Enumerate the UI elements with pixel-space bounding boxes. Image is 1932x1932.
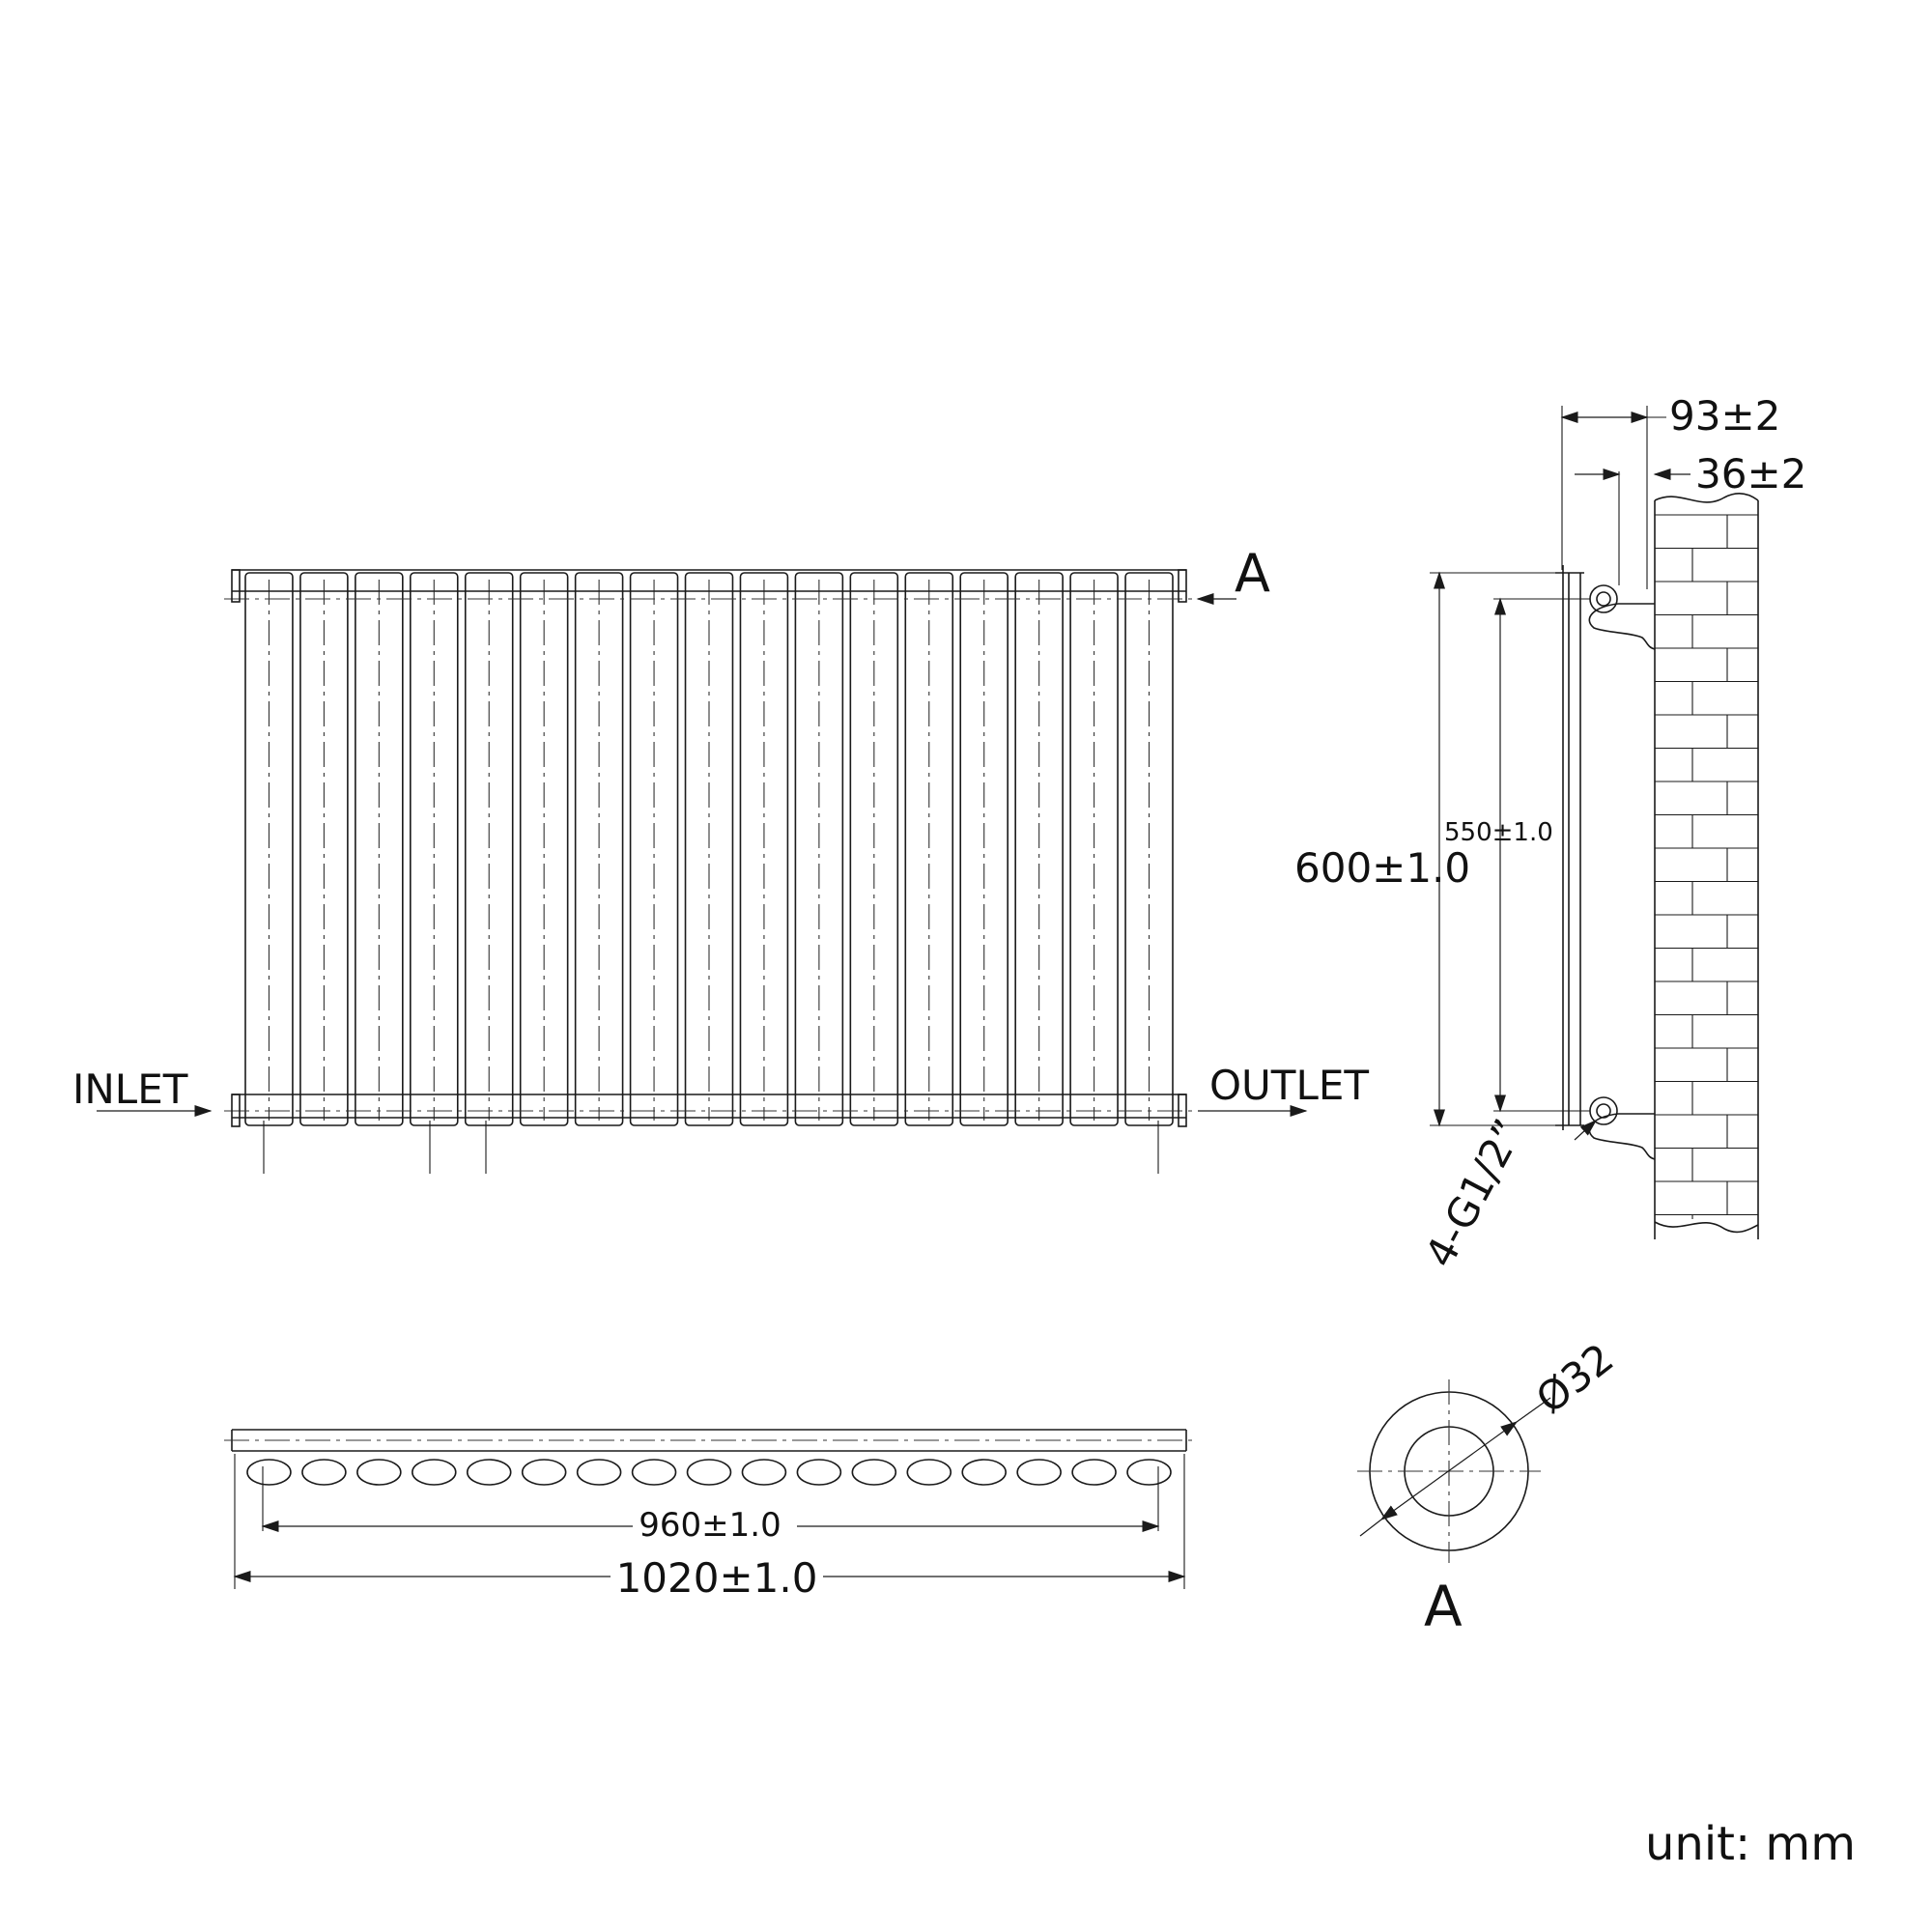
depth-total-label: 93±2 xyxy=(1669,392,1780,440)
radiator-column xyxy=(904,572,954,1126)
end-cap xyxy=(1178,569,1187,603)
top-connection xyxy=(1589,584,1618,613)
brick-wall xyxy=(1654,493,1759,1239)
radiator-column xyxy=(959,572,1009,1126)
radiator-column xyxy=(299,572,349,1126)
end-cap xyxy=(1178,1094,1187,1127)
inlet-label: INLET xyxy=(72,1065,188,1113)
height-total-label: 600±1.0 xyxy=(1294,844,1470,892)
tube-section xyxy=(631,1459,677,1486)
tube-section xyxy=(741,1459,787,1486)
section-a-label: A xyxy=(1424,1574,1463,1639)
side-view: 93±2 36±2 600±1.0 550±1.0 4-G1/2” xyxy=(1294,392,1806,1275)
tube-section xyxy=(851,1459,897,1486)
diameter-label: Ø32 xyxy=(1527,1334,1622,1423)
radiator-column xyxy=(794,572,844,1126)
radiator-column xyxy=(1124,572,1174,1126)
wall-break-top xyxy=(1654,493,1759,503)
wall-bricks xyxy=(1655,514,1758,1219)
bottom-bracket xyxy=(1588,1113,1656,1160)
dim-1020-label-bg xyxy=(611,1553,823,1602)
wall-offset-label: 36±2 xyxy=(1695,450,1806,497)
top-bracket xyxy=(1588,603,1656,650)
pipe-centers-width-label: 960±1.0 xyxy=(639,1506,781,1545)
tube-section xyxy=(961,1459,1007,1486)
end-cap xyxy=(231,569,241,603)
tube-section xyxy=(466,1459,512,1486)
end-cap xyxy=(231,1094,241,1127)
radiator-column xyxy=(464,572,514,1126)
radiator-column xyxy=(519,572,569,1126)
radiator-columns xyxy=(244,572,1174,1126)
tube-section xyxy=(246,1459,292,1486)
tube-section xyxy=(301,1459,347,1486)
top-connection-inner xyxy=(1596,591,1611,607)
tube-section xyxy=(1126,1459,1172,1486)
radiator-column xyxy=(244,572,294,1126)
radiator-column xyxy=(629,572,679,1126)
radiator-column xyxy=(410,572,459,1126)
connection-label: 4-G1/2” xyxy=(1416,1112,1533,1275)
tube-section xyxy=(1016,1459,1062,1486)
section-a-view: Ø32 A xyxy=(1357,1334,1622,1639)
tube-section xyxy=(796,1459,842,1486)
radiator-column xyxy=(1014,572,1064,1126)
pipe-centers-label: 550±1.0 xyxy=(1444,818,1553,847)
tube-section xyxy=(412,1459,457,1486)
overall-width-label: 1020±1.0 xyxy=(616,1554,818,1602)
wall-break-bottom xyxy=(1654,1221,1759,1234)
front-view: INLET OUTLET A xyxy=(72,543,1369,1174)
connection-leader xyxy=(1574,1119,1598,1141)
radiator-column xyxy=(1069,572,1119,1126)
diameter-leader-start xyxy=(1359,1519,1382,1537)
radiator-column xyxy=(574,572,624,1126)
tube-section xyxy=(906,1459,952,1486)
radiator-column xyxy=(739,572,789,1126)
diameter-leader-end xyxy=(1516,1397,1551,1423)
tube-section xyxy=(356,1459,402,1486)
units-label: unit: mm xyxy=(1645,1817,1856,1871)
tube-section xyxy=(521,1459,567,1486)
tube-section xyxy=(576,1459,622,1486)
top-view: 960±1.0 1020±1.0 xyxy=(224,1429,1194,1602)
diameter-dimension xyxy=(1379,1421,1519,1520)
radiator-column xyxy=(684,572,734,1126)
dim-960-label-bg xyxy=(633,1502,797,1541)
outlet-label: OUTLET xyxy=(1209,1062,1369,1109)
radiator-column xyxy=(849,572,899,1126)
tube-sections xyxy=(246,1459,1172,1486)
tube-section xyxy=(686,1459,732,1486)
tube-section xyxy=(1071,1459,1117,1486)
bottom-connection xyxy=(1589,1096,1618,1125)
radiator-column xyxy=(355,572,404,1126)
section-a-marker: A xyxy=(1235,543,1270,604)
